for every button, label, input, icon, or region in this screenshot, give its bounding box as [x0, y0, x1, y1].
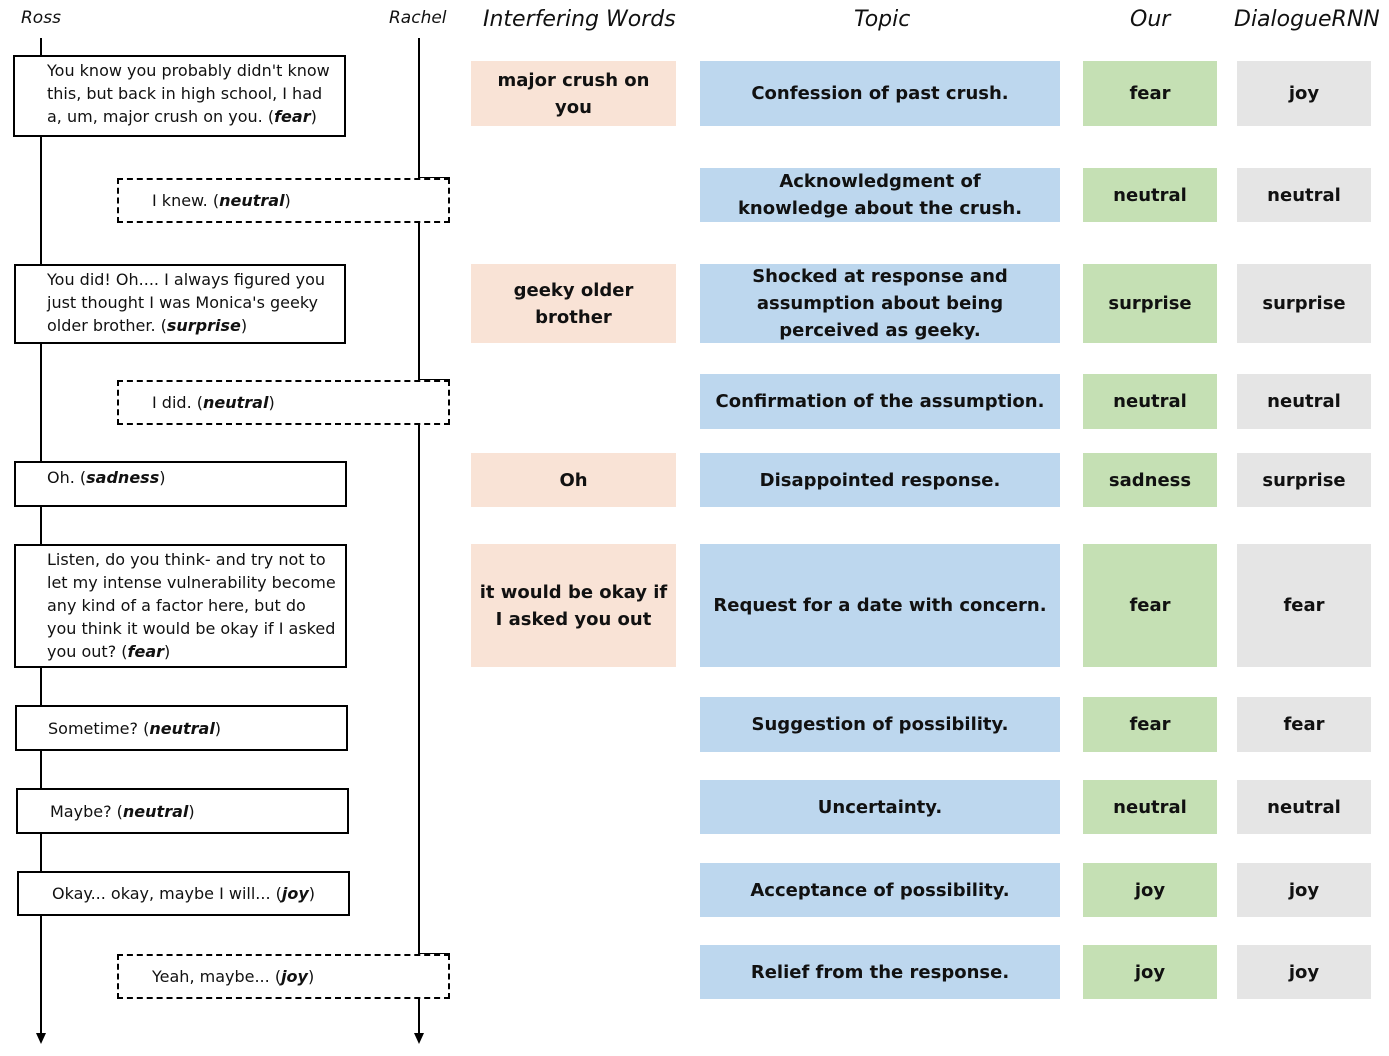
- our-prediction-cell: joy: [1083, 863, 1217, 917]
- dialoguernn-prediction-cell: neutral: [1237, 780, 1371, 834]
- dialoguernn-prediction-cell: joy: [1237, 945, 1371, 999]
- our-prediction-cell: surprise: [1083, 264, 1217, 343]
- ross-timeline: [40, 38, 42, 1036]
- our-prediction-cell: joy: [1083, 945, 1217, 999]
- utterance-text: I knew. (: [152, 191, 220, 210]
- topic-header: Topic: [854, 7, 911, 32]
- utterance-close: ): [159, 468, 166, 487]
- utterance-text: You did! Oh.... I always figured you jus…: [47, 270, 326, 335]
- rachel-timeline-segment: [418, 998, 420, 1036]
- emotion-label: fear: [274, 107, 311, 126]
- topic-cell: Disappointed response.: [700, 453, 1060, 507]
- emotion-label: sadness: [86, 468, 160, 487]
- utterance-close: ): [188, 801, 195, 821]
- emotion-label: joy: [281, 884, 309, 903]
- topic-cell: Confirmation of the assumption.: [700, 374, 1060, 429]
- rachel-timeline-segment: [418, 425, 420, 955]
- utterance-text: Yeah, maybe... (: [152, 967, 282, 986]
- topic-cell: Acceptance of possibility.: [700, 863, 1060, 917]
- emotion-label: surprise: [166, 316, 241, 335]
- utterance-text: Maybe? (: [50, 801, 123, 821]
- our-prediction-cell: neutral: [1083, 780, 1217, 834]
- dialoguernn-prediction-cell: joy: [1237, 61, 1371, 126]
- dialoguernn-prediction-cell: joy: [1237, 863, 1371, 917]
- utterance-close: ): [308, 884, 316, 903]
- utterance-close: ): [284, 191, 291, 210]
- rachel-speaker-label: Rachel: [389, 8, 447, 28]
- emotion-label: neutral: [122, 801, 189, 821]
- utterance-box: Yeah, maybe... (joy): [117, 954, 450, 999]
- ross-timeline-arrowhead: [36, 1033, 46, 1044]
- dialoguernn-header: DialogueRNN: [1234, 7, 1380, 32]
- utterance-box: Oh. (sadness): [14, 461, 347, 507]
- utterance-close: ): [214, 718, 222, 738]
- utterance-box: Okay... okay, maybe I will... (joy): [17, 871, 350, 916]
- utterance-close: ): [268, 393, 275, 412]
- topic-cell: Suggestion of possibility.: [700, 697, 1060, 752]
- rachel-timeline-segment: [418, 222, 420, 380]
- our-prediction-cell: fear: [1083, 697, 1217, 752]
- dialoguernn-prediction-cell: neutral: [1237, 374, 1371, 429]
- utterance-close: ): [240, 316, 248, 335]
- utterance-text: Okay... okay, maybe I will... (: [52, 884, 282, 903]
- interfering-words-cell: major crush on you: [471, 61, 676, 126]
- interfering-words-header: Interfering Words: [483, 7, 676, 32]
- utterance-text: Oh. (: [47, 468, 87, 487]
- utterance-box: Listen, do you think- and try not to let…: [14, 544, 347, 668]
- utterance-box: You know you probably didn't know this, …: [13, 55, 346, 137]
- our-prediction-cell: neutral: [1083, 374, 1217, 429]
- emotion-label: neutral: [149, 718, 215, 738]
- utterance-close: ): [164, 642, 171, 661]
- utterance-close: ): [310, 107, 317, 126]
- interfering-words-cell: geeky older brother: [471, 264, 676, 343]
- our-header: Our: [1130, 7, 1171, 32]
- dialoguernn-prediction-cell: surprise: [1237, 453, 1371, 507]
- emotion-label: neutral: [202, 393, 269, 412]
- rachel-timeline-arrowhead: [414, 1033, 424, 1044]
- topic-cell: Relief from the response.: [700, 945, 1060, 999]
- our-prediction-cell: fear: [1083, 61, 1217, 126]
- utterance-close: ): [307, 967, 315, 986]
- topic-cell: Shocked at response and assumption about…: [700, 264, 1060, 343]
- utterance-text: I did. (: [152, 393, 203, 412]
- utterance-box: Maybe? (neutral): [16, 788, 349, 834]
- dialoguernn-prediction-cell: fear: [1237, 544, 1371, 667]
- interfering-words-cell: Oh: [471, 453, 676, 507]
- dialoguernn-prediction-cell: surprise: [1237, 264, 1371, 343]
- utterance-text: You know you probably didn't know this, …: [47, 61, 330, 126]
- ross-speaker-label: Ross: [21, 8, 61, 28]
- emotion-label: neutral: [219, 191, 285, 210]
- rachel-timeline-segment: [418, 38, 420, 178]
- topic-cell: Acknowledgment of knowledge about the cr…: [700, 168, 1060, 222]
- utterance-box: I did. (neutral): [117, 380, 450, 425]
- topic-cell: Request for a date with concern.: [700, 544, 1060, 667]
- topic-cell: Uncertainty.: [700, 780, 1060, 834]
- utterance-box: I knew. (neutral): [117, 178, 450, 223]
- emotion-label: fear: [127, 642, 165, 661]
- dialoguernn-prediction-cell: fear: [1237, 697, 1371, 752]
- utterance-text: Listen, do you think- and try not to let…: [47, 550, 336, 661]
- our-prediction-cell: sadness: [1083, 453, 1217, 507]
- our-prediction-cell: neutral: [1083, 168, 1217, 222]
- topic-cell: Confession of past crush.: [700, 61, 1060, 126]
- utterance-box: You did! Oh.... I always figured you jus…: [14, 264, 346, 344]
- our-prediction-cell: fear: [1083, 544, 1217, 667]
- emotion-label: joy: [281, 967, 308, 986]
- dialoguernn-prediction-cell: neutral: [1237, 168, 1371, 222]
- interfering-words-cell: it would be okay if I asked you out: [471, 544, 676, 667]
- utterance-box: Sometime? (neutral): [15, 705, 348, 751]
- utterance-text: Sometime? (: [48, 718, 150, 738]
